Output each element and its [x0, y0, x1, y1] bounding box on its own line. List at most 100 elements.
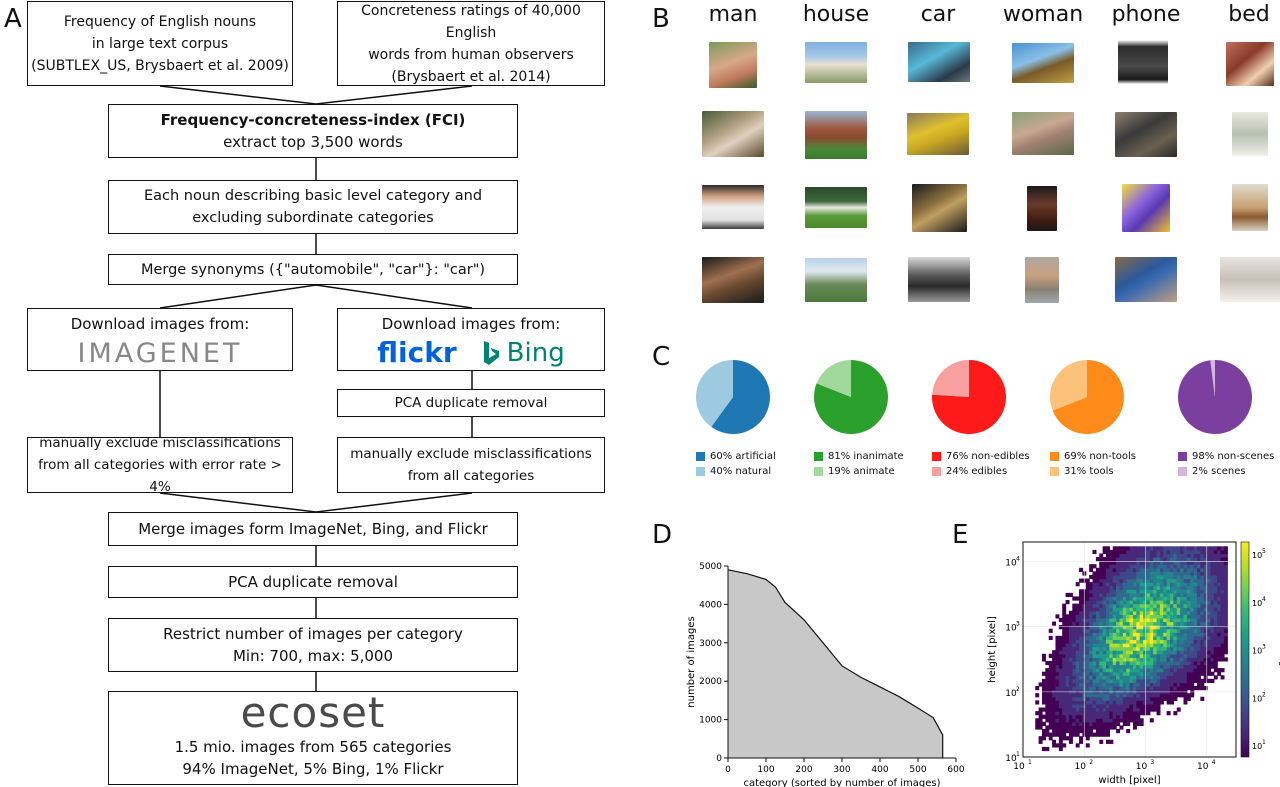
heatmap-cell — [1092, 596, 1097, 601]
thumbnail-image — [1118, 40, 1168, 84]
heatmap-cell — [1065, 700, 1070, 705]
heatmap-cell — [1072, 707, 1077, 712]
heatmap-cell — [1095, 571, 1100, 576]
heatmap-cell — [1220, 600, 1225, 605]
pca-removal-right-text: PCA duplicate removal — [394, 395, 548, 411]
area-line — [727, 569, 944, 758]
heatmap-cell — [1180, 617, 1185, 623]
heatmap-cell — [1193, 686, 1198, 691]
heatmap-cell — [1126, 718, 1131, 723]
heatmap-cell — [1106, 714, 1110, 719]
heatmap-cell — [1095, 600, 1100, 605]
heatmap-cell — [1153, 592, 1158, 598]
pie-slice — [932, 360, 969, 397]
heatmap-cell — [1089, 614, 1094, 619]
heatmap-cell — [1052, 664, 1057, 669]
heatmap-cell — [1139, 582, 1144, 587]
x-tick-exponent: 1 — [1028, 759, 1032, 766]
heatmap-cell — [1085, 686, 1090, 691]
heatmap-cell — [1112, 714, 1117, 719]
heatmap-cell — [1210, 639, 1215, 644]
heatmap-cell — [1193, 578, 1198, 583]
heatmap-cell — [1203, 546, 1208, 551]
heatmap-cell — [1079, 718, 1084, 723]
heatmap-cell — [1109, 696, 1114, 701]
legend-label: 60% artificial — [710, 451, 776, 462]
heatmap-cell — [1183, 592, 1188, 598]
area-fill — [728, 569, 943, 758]
heatmap-cell — [1183, 600, 1188, 605]
heatmap-cell — [1072, 686, 1077, 691]
heatmap-cell — [1122, 549, 1127, 555]
heatmap-cell — [1112, 625, 1117, 630]
heatmap-cell — [1163, 671, 1168, 676]
heatmap-cell — [1068, 668, 1073, 673]
heatmap-cell — [1170, 653, 1174, 658]
heatmap-cell — [1213, 625, 1218, 630]
heatmap-cell — [1102, 571, 1107, 576]
heatmap-cell — [1079, 711, 1084, 716]
heatmap-cell — [1183, 549, 1188, 555]
heatmap-cell — [1116, 578, 1121, 583]
heatmap-cell — [1095, 585, 1100, 590]
heatmap-cell — [1146, 653, 1151, 658]
restrict-line2: Min: 700, max: 5,000 — [232, 647, 394, 665]
heatmap-cell — [1048, 725, 1053, 730]
heatmap-cell — [1186, 557, 1191, 562]
pie-legend-entry: 19% animate — [814, 466, 895, 477]
heatmap-cell — [1213, 546, 1218, 551]
heatmap-cell — [1159, 553, 1164, 558]
heatmap-cell — [1217, 567, 1222, 572]
heatmap-cell — [1159, 653, 1164, 658]
heatmap-cell — [1136, 625, 1141, 630]
heatmap-cell — [1129, 671, 1134, 676]
heatmap-cell — [1196, 628, 1201, 633]
heatmap-cell — [1203, 585, 1208, 590]
heatmap-cell — [1207, 628, 1212, 633]
heatmap-cell — [1183, 650, 1188, 655]
heatmap-cell — [1085, 743, 1090, 748]
download-imagenet-label: Download images from: — [70, 315, 250, 333]
heatmap-cell — [1099, 678, 1104, 684]
heatmap-cell — [1116, 668, 1121, 673]
heatmap-cell — [1149, 632, 1154, 637]
heatmap-cell — [1210, 614, 1215, 619]
heatmap-cell — [1193, 589, 1198, 594]
heatmap-cell — [1139, 668, 1144, 673]
panel-label-d: D — [652, 520, 673, 550]
heatmap-cell — [1122, 664, 1127, 669]
heatmap-cell — [1132, 678, 1137, 684]
heatmap-cell — [1217, 671, 1222, 676]
heatmap-cell — [1200, 639, 1205, 644]
heatmap-cell — [1176, 635, 1181, 641]
heatmap-cell — [1119, 718, 1124, 723]
heatmap-cell — [1048, 628, 1053, 633]
heatmap-cell — [1126, 660, 1131, 666]
heatmap-cell — [1143, 660, 1148, 666]
heatmap-cell — [1099, 728, 1104, 734]
heatmap-cell — [1041, 700, 1046, 705]
heatmap-cell — [1203, 610, 1208, 615]
heatmap-cell — [1072, 610, 1077, 615]
heatmap-cell — [1220, 546, 1225, 551]
heatmap-cell — [1183, 678, 1188, 684]
heatmap-cell — [1223, 574, 1228, 580]
heatmap-cell — [1220, 675, 1225, 680]
heatmap-cell — [1203, 596, 1208, 601]
heatmap-cell — [1112, 571, 1117, 576]
heatmap-cell — [1153, 646, 1158, 651]
heatmap-cell — [1052, 743, 1057, 748]
heatmap-cell — [1196, 643, 1201, 648]
heatmap-cell — [1190, 560, 1195, 565]
heatmap-cell — [1089, 718, 1094, 723]
heatmap-cell — [1065, 600, 1070, 605]
heatmap-cell — [1176, 596, 1181, 601]
heatmap-cell — [1075, 660, 1080, 666]
heatmap-cell — [1183, 671, 1188, 676]
heatmap-cell — [1146, 578, 1151, 583]
heatmap-cell — [1068, 643, 1073, 648]
heatmap-cell — [1143, 585, 1148, 590]
heatmap-cell — [1190, 574, 1195, 580]
heatmap-cell — [1143, 628, 1148, 633]
heatmap-cell — [1099, 553, 1104, 558]
